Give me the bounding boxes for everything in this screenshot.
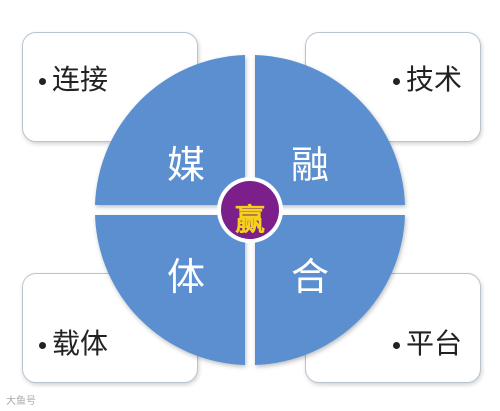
quadrant-bottom-left (95, 215, 245, 365)
box-text-top-right: 技术 (405, 63, 462, 96)
box-label-top-right: 技术 (392, 58, 462, 98)
quadrant-text-bottom-right: 合 (291, 255, 330, 299)
box-text-bottom-right: 平台 (405, 327, 462, 360)
quadrant-bottom-right (255, 215, 405, 365)
bullet-icon (39, 77, 46, 85)
quadrant-top-left (95, 55, 245, 205)
bullet-icon (392, 341, 400, 349)
bullet-icon (39, 341, 46, 349)
box-label-bottom-right: 平台 (392, 322, 462, 362)
box-label-top-left: 连接 (39, 58, 108, 98)
quadrant-text-top-left: 媒 (167, 143, 206, 187)
box-label-bottom-left: 载体 (39, 322, 108, 362)
box-text-top-left: 连接 (52, 63, 109, 96)
center-text: 赢 (235, 203, 265, 238)
quadrant-text-bottom-left: 体 (167, 255, 206, 299)
center-circle (221, 181, 279, 239)
quadrant-top-right (255, 55, 405, 205)
watermark-text: 大鱼号 (6, 396, 36, 407)
quadrant-text-top-right: 融 (291, 143, 330, 187)
box-text-bottom-left: 载体 (52, 327, 109, 360)
bullet-icon (392, 77, 400, 85)
